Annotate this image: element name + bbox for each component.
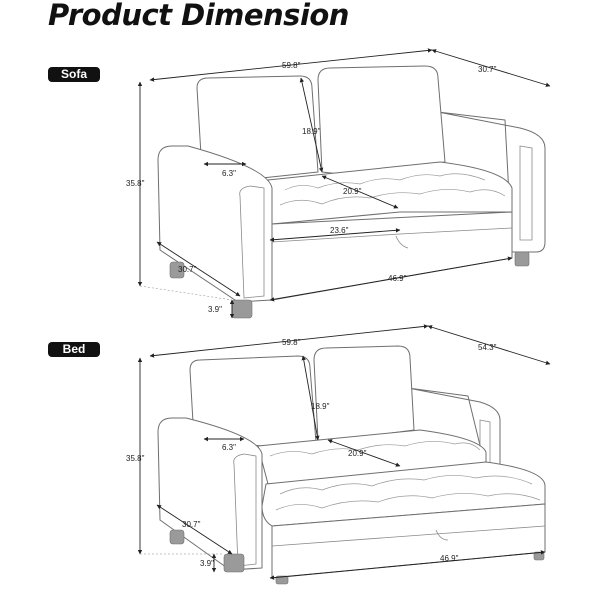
sofa-dimensions: 59.8" 30.7" 18.9" 35.8" 6.3" 20.9" 23.6"… [126,48,551,319]
sofa-back-height-label: 18.9" [302,127,321,136]
bed-arm-width-label: 6.3" [222,443,236,452]
sofa-height-label: 35.8" [126,179,145,188]
sofa-leg [514,251,530,267]
bed-depth-label: 54.3" [478,343,497,352]
bed-section-tag: Bed [48,342,100,357]
sofa-leg-height-label: 3.9" [208,305,222,314]
bed-left-arm [157,417,263,571]
bed-leg-height-label: 3.9" [200,559,214,568]
bed-dimensions: 59.8" 54.3" 18.9" 35.8" 6.3" 20.9" 30.7"… [126,324,551,580]
bed-leg [223,553,245,573]
bed-leg [169,529,185,545]
bed-illustration [157,345,546,585]
page-title: Product Dimension [48,0,349,32]
sofa-seat-height-label: 23.6" [330,226,349,235]
bed-mattress [261,461,546,527]
sofa-arm-width-label: 6.3" [222,169,236,178]
sofa-arm-depth-label: 30.7" [178,265,197,274]
sofa-leg [231,299,253,319]
bed-width-label: 59.8" [282,338,301,347]
bed-back-height-label: 18.9" [311,402,330,411]
bed-seat-depth-label: 20.9" [348,449,367,458]
sofa-width-label: 59.8" [282,61,301,70]
sofa-seat-width-label: 46.9" [388,274,407,283]
sofa-front-base [271,211,513,301]
sofa-seat-depth-label: 20.9" [343,187,362,196]
bed-width-bottom-label: 46.9" [440,554,459,563]
bed-back-cushion-right [313,345,415,441]
bed-height-label: 35.8" [126,454,145,463]
sofa-back-cushion-right [317,65,446,175]
bed-arm-depth-label: 30.7" [182,520,201,529]
sofa-section-tag: Sofa [48,67,100,82]
sofa-right-arm [437,111,546,253]
sofa-depth-label: 30.7" [478,65,497,74]
